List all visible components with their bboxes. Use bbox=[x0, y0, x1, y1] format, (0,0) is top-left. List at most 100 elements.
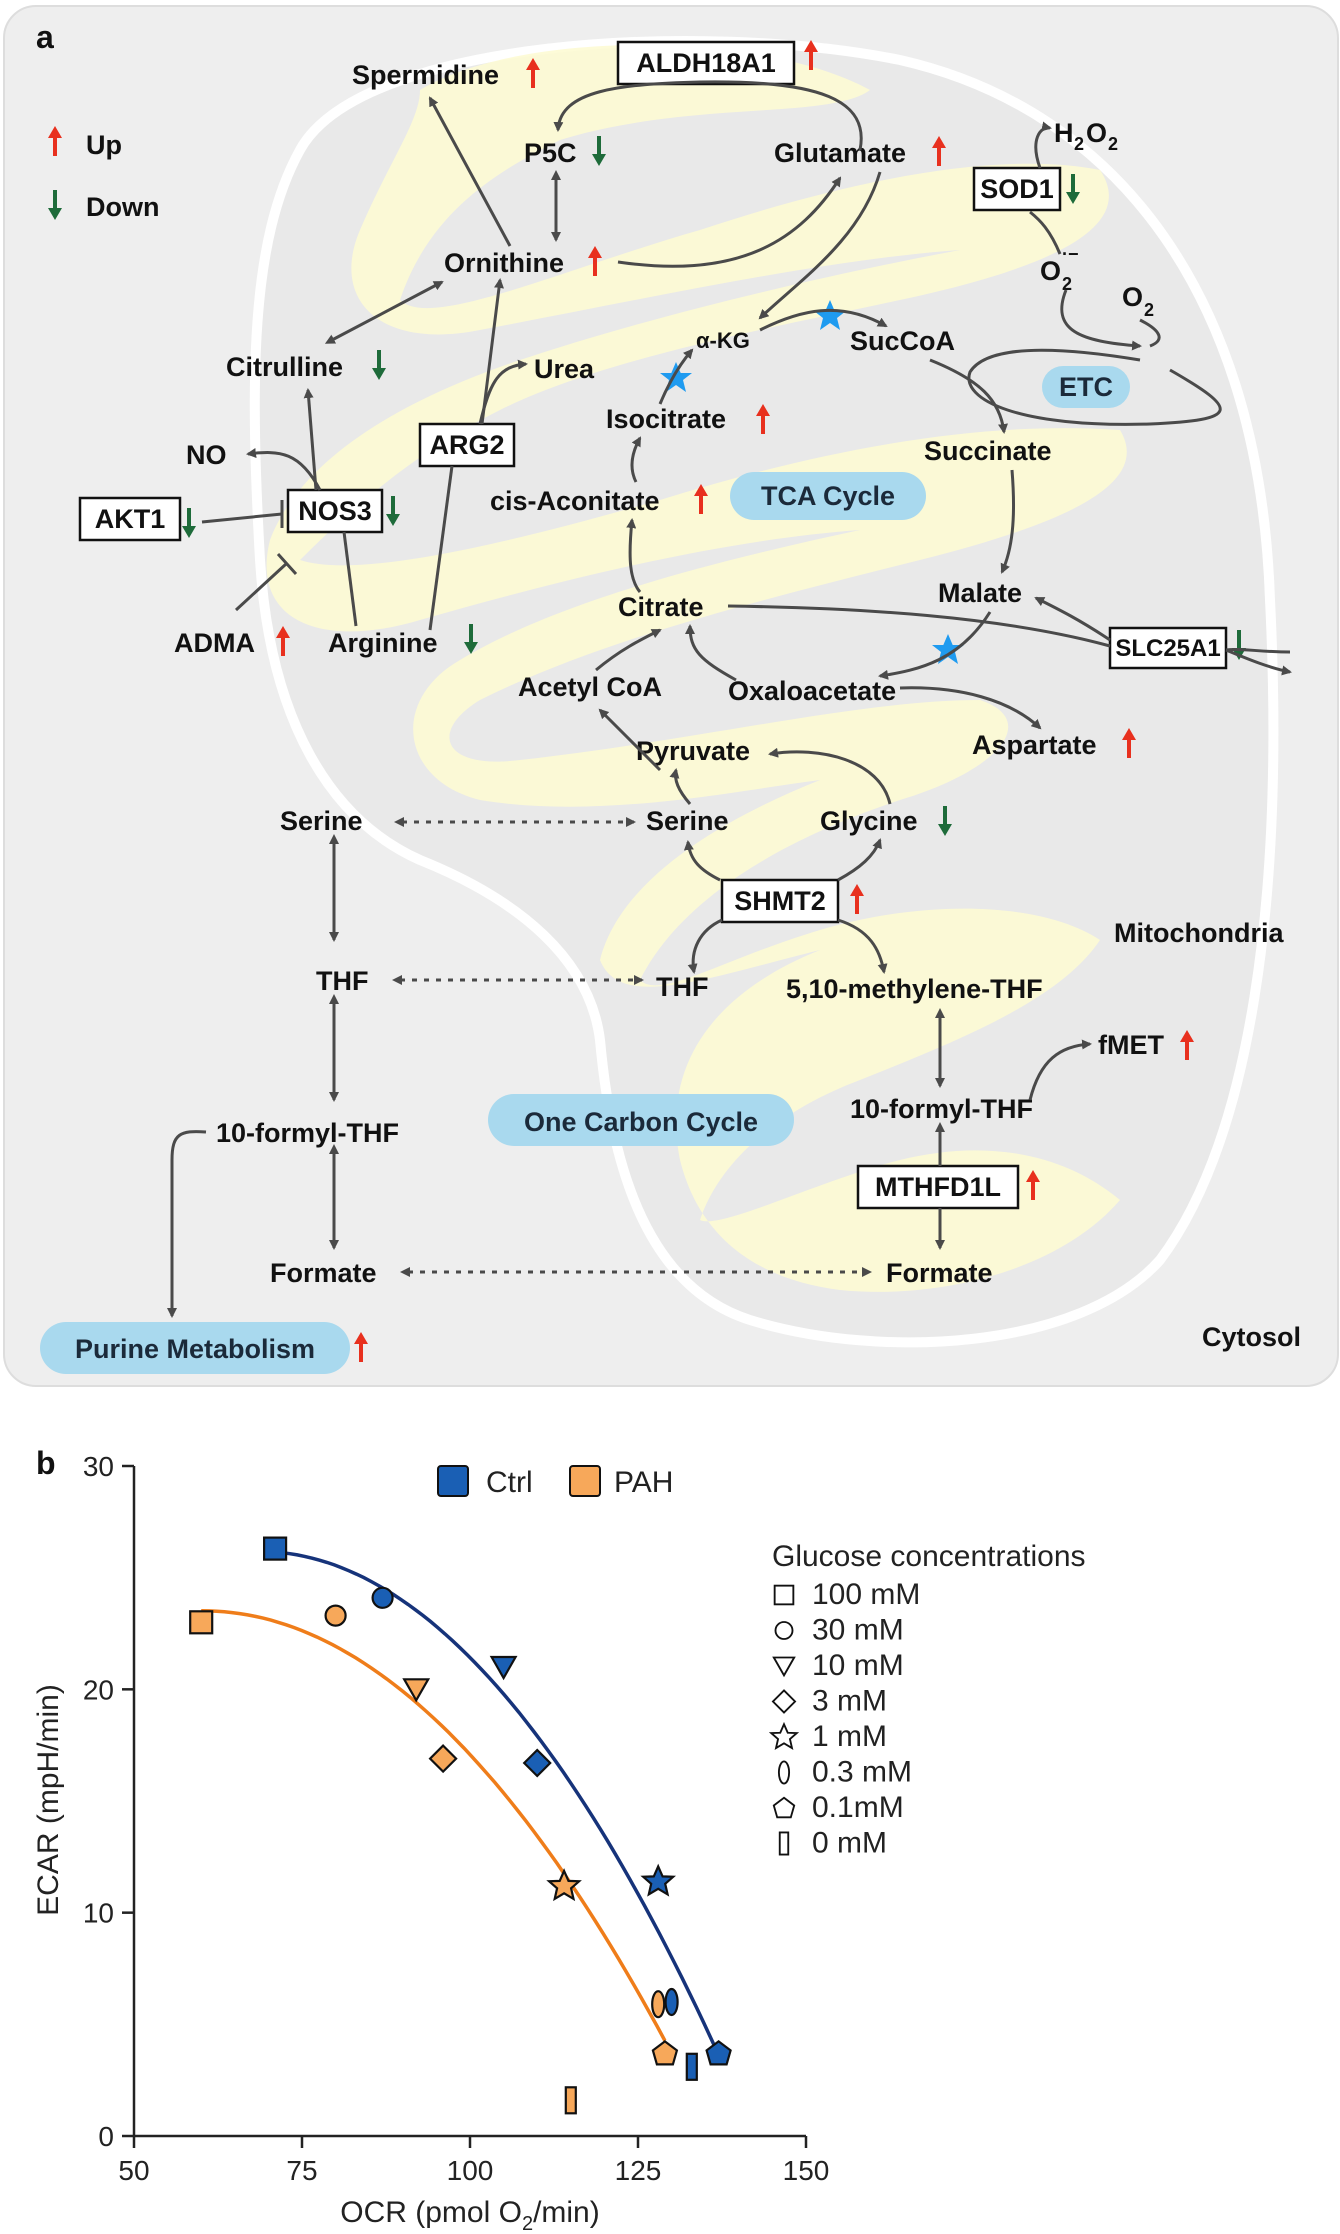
gene-slc25a1: SLC25A1 bbox=[1108, 626, 1246, 670]
x-axis-subscript: 2 bbox=[522, 2213, 533, 2234]
svg-text:MTHFD1L: MTHFD1L bbox=[875, 1172, 1001, 1202]
svg-text:O: O bbox=[1086, 118, 1107, 148]
metabolite-formyl-thf-cytosol: 10-formyl-THF bbox=[216, 1118, 399, 1148]
ctrl-point-100mM bbox=[263, 1536, 288, 1561]
metabolite-arginine: Arginine bbox=[328, 628, 438, 658]
metabolite-formate-cytosol: Formate bbox=[270, 1258, 377, 1288]
y-tick-label: 20 bbox=[83, 1674, 114, 1705]
ctrl-point-3mM bbox=[522, 1748, 552, 1778]
svg-text:2: 2 bbox=[1074, 134, 1084, 154]
ctrl-point-0mM bbox=[685, 2052, 698, 2081]
metabolite-thf-cytosol: THF bbox=[316, 966, 368, 996]
glucose-legend-entry: 30 mM bbox=[812, 1614, 904, 1647]
metabolite-serine-cytosol: Serine bbox=[280, 806, 363, 836]
tca-cycle-label: TCA Cycle bbox=[761, 481, 895, 511]
metabolite-succinate: Succinate bbox=[924, 436, 1052, 466]
svg-text:2: 2 bbox=[1144, 300, 1154, 320]
x-tick-label: 100 bbox=[447, 2155, 494, 2186]
ctrl-point-10mM bbox=[489, 1655, 518, 1681]
metabolite-h2o2: H 2 O 2 bbox=[1054, 118, 1118, 154]
gene-mthfd1l: MTHFD1L bbox=[856, 1164, 1040, 1210]
x-axis-title: OCR (pmol O2/min) bbox=[340, 2196, 599, 2234]
one-carbon-cycle-label: One Carbon Cycle bbox=[524, 1107, 758, 1137]
metabolite-succoa: SucCoA bbox=[850, 326, 955, 356]
metabolite-thf-mito: THF bbox=[656, 972, 708, 1002]
panel-a-label: a bbox=[36, 19, 54, 55]
glucose-legend-marker bbox=[778, 1831, 790, 1856]
glucose-legend-marker bbox=[777, 1760, 791, 1785]
pah-point-30mM bbox=[324, 1604, 347, 1627]
x-tick-label: 150 bbox=[783, 2155, 830, 2186]
metabolite-isocitrate: Isocitrate bbox=[606, 404, 726, 434]
glucose-legend-marker bbox=[774, 1621, 794, 1640]
chart-points bbox=[189, 1536, 732, 2115]
metabolite-citrate: Citrate bbox=[618, 592, 704, 622]
glucose-legend-marker bbox=[773, 1584, 795, 1606]
legend-down-label: Down bbox=[86, 192, 160, 222]
pah-point-0p1mM bbox=[651, 2040, 679, 2066]
ctrl-point-0p3mM bbox=[664, 1987, 679, 2017]
glucose-legend-entry: 3 mM bbox=[812, 1685, 887, 1718]
pathway-arrows bbox=[167, 80, 1292, 1318]
star-icon bbox=[932, 634, 964, 664]
gene-sod1: SOD1 bbox=[972, 166, 1080, 212]
chart-axes bbox=[132, 1466, 806, 2138]
gene-shmt2: SHMT2 bbox=[720, 878, 864, 924]
metabolite-methylene-thf: 5,10-methylene-THF bbox=[786, 974, 1043, 1004]
svg-text:ARG2: ARG2 bbox=[429, 430, 504, 460]
metabolite-ornithine: Ornithine bbox=[444, 248, 564, 278]
gene-akt1: AKT1 bbox=[78, 496, 196, 542]
svg-text:2: 2 bbox=[1062, 274, 1072, 294]
ctrl-point-0p1mM bbox=[705, 2040, 732, 2066]
pah-legend-swatch bbox=[569, 1465, 601, 1497]
x-tick-label: 125 bbox=[615, 2155, 662, 2186]
ctrl-point-1mM bbox=[640, 1863, 677, 1897]
glucose-legend-entry: 1 mM bbox=[812, 1720, 887, 1753]
glucose-legend-entry: 100 mM bbox=[812, 1578, 920, 1611]
one-carbon-cycle-pill: One Carbon Cycle bbox=[488, 1094, 794, 1146]
etc-pill: ETC bbox=[967, 348, 1222, 426]
metabolite-no: NO bbox=[186, 440, 227, 470]
tca-cycle-pill: TCA Cycle bbox=[730, 472, 926, 520]
svg-text:NOS3: NOS3 bbox=[298, 496, 372, 526]
metabolite-malate: Malate bbox=[938, 578, 1022, 608]
svg-text:2: 2 bbox=[1108, 134, 1118, 154]
panel-b-label: b bbox=[36, 1445, 56, 1481]
legend-up-label: Up bbox=[86, 130, 122, 160]
gene-nos3: NOS3 bbox=[286, 488, 400, 534]
svg-text:O: O bbox=[1122, 282, 1143, 312]
glucose-legend-entry: 0.3 mM bbox=[812, 1756, 912, 1789]
svg-text:H: H bbox=[1054, 118, 1074, 148]
pah-point-0mM bbox=[564, 2086, 577, 2115]
y-tick-label: 10 bbox=[83, 1898, 114, 1929]
svg-text:O: O bbox=[1040, 256, 1061, 286]
metabolite-formate-mito: Formate bbox=[886, 1258, 993, 1288]
metabolite-p5c: P5C bbox=[524, 138, 577, 168]
glucose-legend-marker bbox=[768, 1721, 800, 1750]
glucose-legend-marker bbox=[771, 1689, 797, 1714]
glucose-legend-entry: 0 mM bbox=[812, 1827, 887, 1860]
x-tick-label: 75 bbox=[286, 2155, 317, 2186]
y-tick-label: 30 bbox=[83, 1451, 114, 1482]
metabolite-akg: α-KG bbox=[696, 328, 750, 353]
metabolite-pyruvate: Pyruvate bbox=[636, 736, 750, 766]
glucose-legend-entry: 10 mM bbox=[812, 1649, 904, 1682]
metabolite-citrulline: Citrulline bbox=[226, 352, 343, 382]
metabolite-glutamate: Glutamate bbox=[774, 138, 906, 168]
gene-arg2: ARG2 bbox=[418, 422, 516, 468]
ctrl-point-30mM bbox=[371, 1586, 394, 1609]
svg-text:SLC25A1: SLC25A1 bbox=[1115, 635, 1220, 662]
metabolite-adma: ADMA bbox=[174, 628, 255, 658]
updown-legend: Up Down bbox=[48, 126, 160, 222]
metabolite-spermidine: Spermidine bbox=[352, 60, 499, 90]
metabolite-cis-aconitate: cis-Aconitate bbox=[490, 486, 660, 516]
x-tick-label: 50 bbox=[118, 2155, 149, 2186]
svg-text:AKT1: AKT1 bbox=[95, 504, 166, 534]
pah-legend-label: PAH bbox=[614, 1466, 673, 1499]
metabolite-acetyl-coa: Acetyl CoA bbox=[518, 672, 662, 702]
svg-text:ALDH18A1: ALDH18A1 bbox=[636, 48, 776, 78]
metabolite-glycine: Glycine bbox=[820, 806, 918, 836]
